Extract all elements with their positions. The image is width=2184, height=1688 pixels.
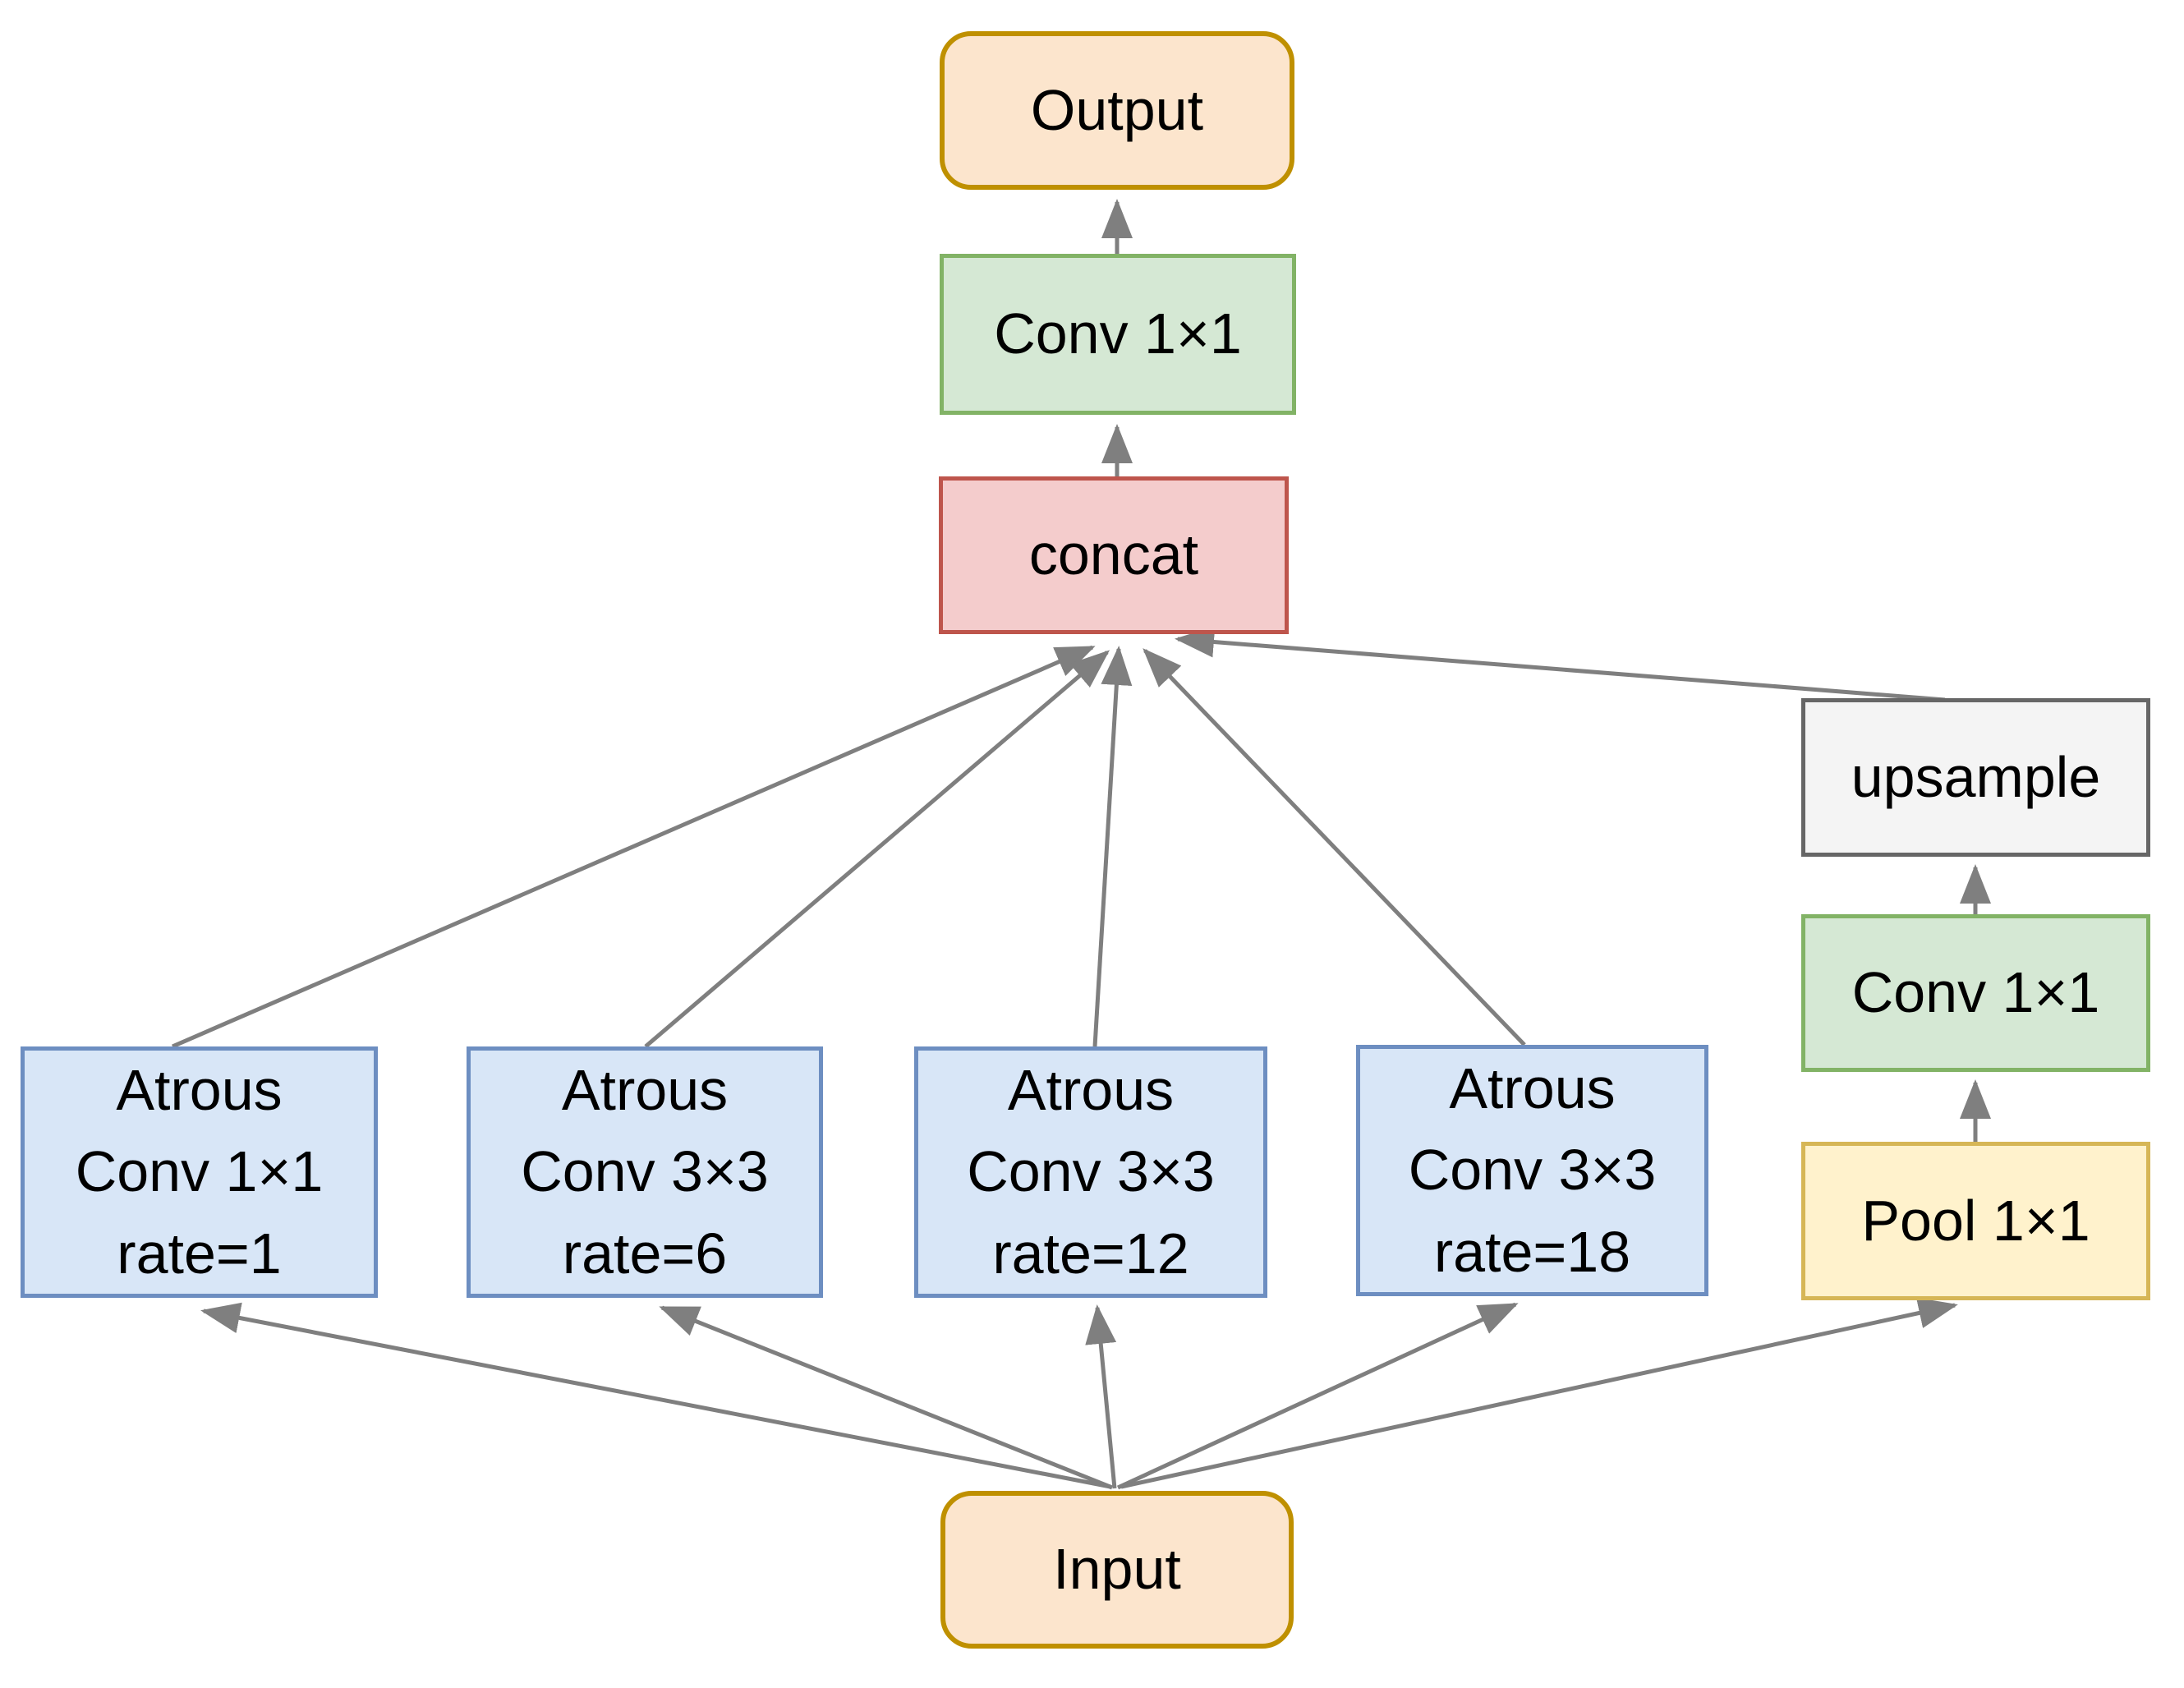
- edge-input-to-atrous3: [1085, 1304, 1117, 1489]
- node-label-line: Atrous: [1007, 1057, 1175, 1122]
- node-atrous-conv-rate1: Atrous Conv 1×1 rate=1: [21, 1046, 378, 1298]
- node-label-line: rate=1: [117, 1221, 282, 1286]
- node-label: upsample: [1851, 744, 2101, 809]
- node-conv-1x1-right: Conv 1×1: [1801, 914, 2150, 1072]
- edge-atrous4-to-concat: [1143, 648, 1526, 1046]
- node-label: Output: [1030, 77, 1204, 142]
- node-output: Output: [940, 31, 1294, 190]
- edge-input-to-atrous1: [200, 1302, 1111, 1489]
- node-label-line: Conv 1×1: [75, 1139, 324, 1204]
- node-input: Input: [940, 1491, 1294, 1649]
- node-atrous-conv-rate6: Atrous Conv 3×3 rate=6: [467, 1046, 823, 1298]
- edge-atrous1-to-concat: [172, 645, 1096, 1049]
- edge-input-to-pool: [1120, 1297, 1958, 1489]
- node-label-line: Conv 3×3: [967, 1139, 1215, 1204]
- node-label-line: rate=6: [562, 1221, 728, 1286]
- node-label-line: Conv 3×3: [1408, 1138, 1657, 1203]
- node-label: Conv 1×1: [1851, 960, 2100, 1025]
- node-label: Conv 1×1: [994, 301, 1242, 366]
- node-label-line: Atrous: [116, 1057, 283, 1122]
- node-label-line: rate=18: [1433, 1219, 1631, 1284]
- node-concat: concat: [939, 476, 1289, 634]
- node-label: Pool 1×1: [1861, 1188, 2090, 1253]
- node-label-line: Atrous: [1449, 1056, 1616, 1120]
- node-pool-1x1: Pool 1×1: [1801, 1142, 2150, 1300]
- edge-upsample-to-concat: [1175, 626, 1946, 702]
- edge-input-to-atrous4: [1116, 1302, 1519, 1490]
- node-label-line: rate=12: [992, 1221, 1189, 1286]
- edge-atrous3-to-concat: [1092, 646, 1133, 1047]
- node-conv-1x1-top: Conv 1×1: [940, 254, 1296, 415]
- node-atrous-conv-rate12: Atrous Conv 3×3 rate=12: [914, 1046, 1267, 1298]
- node-label: Input: [1053, 1537, 1181, 1602]
- edge-input-to-atrous2: [659, 1305, 1113, 1490]
- node-upsample: upsample: [1801, 698, 2150, 857]
- node-label-line: Conv 3×3: [521, 1139, 769, 1204]
- node-label: concat: [1028, 522, 1199, 587]
- edge-atrous2-to-concat: [644, 650, 1110, 1048]
- node-label-line: Atrous: [561, 1057, 729, 1122]
- node-atrous-conv-rate18: Atrous Conv 3×3 rate=18: [1356, 1045, 1708, 1296]
